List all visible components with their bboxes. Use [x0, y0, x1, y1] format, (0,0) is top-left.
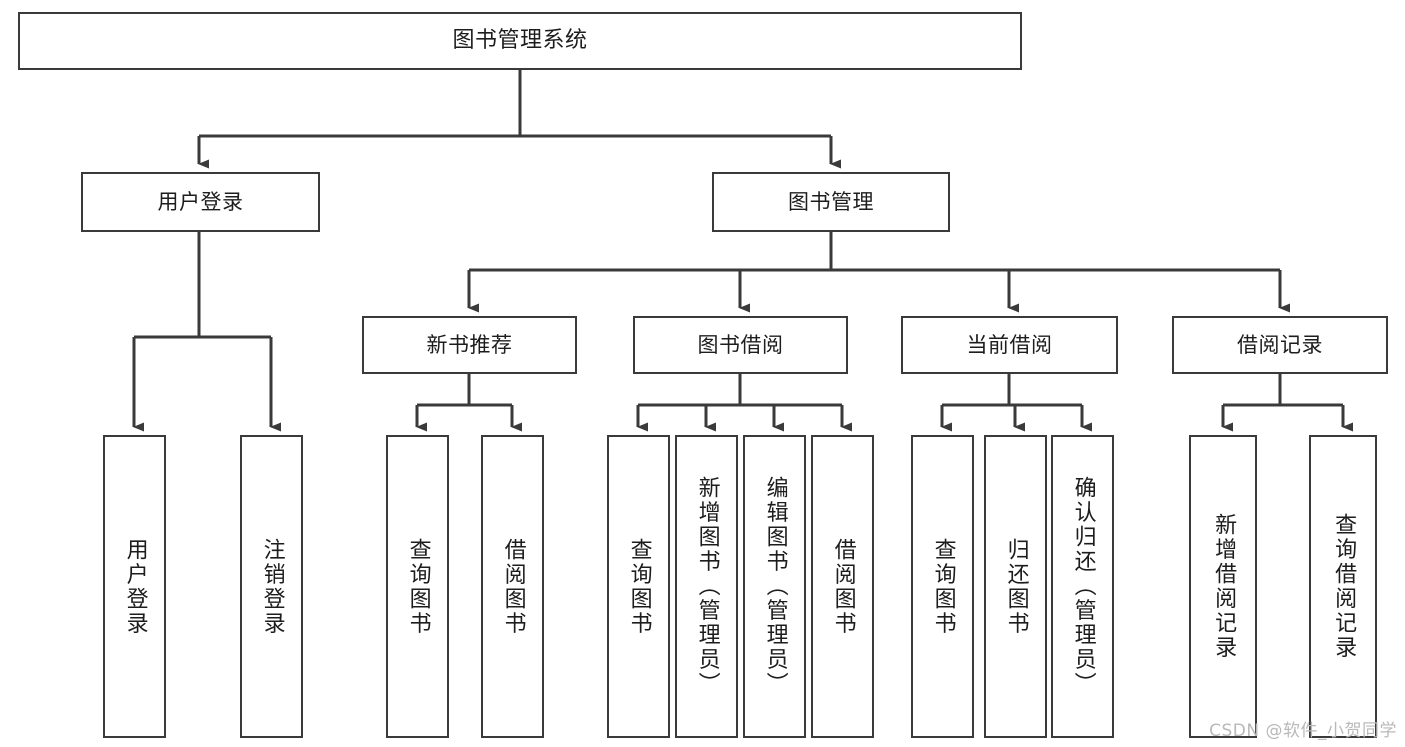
node-user-login[interactable]: 用户登录 [81, 172, 320, 232]
node-leaf-borrow-book-2[interactable]: 借阅图书 [811, 435, 874, 738]
node-leaf-edit-book-label: 编辑图书（管理员） [762, 476, 788, 697]
node-leaf-query-book-2-label: 查询图书 [626, 537, 652, 636]
node-leaf-query-record[interactable]: 查询借阅记录 [1309, 435, 1377, 738]
node-leaf-add-book[interactable]: 新增图书（管理员） [675, 435, 738, 738]
node-book-borrow-label: 图书借阅 [697, 332, 784, 357]
node-leaf-user-login-label: 用户登录 [122, 537, 148, 636]
node-borrow-record-label: 借阅记录 [1237, 332, 1323, 357]
node-borrow-record[interactable]: 借阅记录 [1172, 316, 1388, 374]
node-current-borrow-label: 当前借阅 [966, 332, 1053, 357]
node-new-book-recommend-label: 新书推荐 [426, 332, 513, 357]
node-user-login-label: 用户登录 [157, 189, 244, 214]
node-leaf-add-record-label: 新增借阅记录 [1211, 513, 1237, 660]
node-leaf-query-record-label: 查询借阅记录 [1331, 513, 1357, 660]
node-book-borrow[interactable]: 图书借阅 [633, 316, 848, 374]
node-leaf-logout[interactable]: 注销登录 [240, 435, 303, 738]
node-current-borrow[interactable]: 当前借阅 [901, 316, 1118, 374]
node-leaf-edit-book[interactable]: 编辑图书（管理员） [743, 435, 806, 738]
node-leaf-confirm-return[interactable]: 确认归还（管理员） [1051, 435, 1114, 738]
node-leaf-query-book-2[interactable]: 查询图书 [607, 435, 670, 738]
node-leaf-confirm-return-label: 确认归还（管理员） [1070, 476, 1096, 697]
node-leaf-borrow-book-1[interactable]: 借阅图书 [481, 435, 544, 738]
node-leaf-borrow-book-1-label: 借阅图书 [500, 537, 526, 636]
node-leaf-query-book-1-label: 查询图书 [405, 537, 431, 636]
node-leaf-borrow-book-2-label: 借阅图书 [830, 537, 856, 636]
node-leaf-query-book-1[interactable]: 查询图书 [386, 435, 449, 738]
node-leaf-add-book-label: 新增图书（管理员） [694, 476, 720, 697]
node-leaf-logout-label: 注销登录 [259, 537, 285, 636]
node-leaf-return-book[interactable]: 归还图书 [984, 435, 1047, 738]
node-new-book-recommend[interactable]: 新书推荐 [362, 316, 577, 374]
node-leaf-return-book-label: 归还图书 [1003, 537, 1029, 636]
node-book-manage-label: 图书管理 [788, 189, 874, 214]
node-leaf-query-book-3[interactable]: 查询图书 [911, 435, 974, 738]
csdn-watermark: CSDN @软件_小贺同学 [1209, 721, 1397, 741]
node-root-label: 图书管理系统 [452, 28, 588, 54]
node-book-manage[interactable]: 图书管理 [712, 172, 950, 232]
node-leaf-add-record[interactable]: 新增借阅记录 [1189, 435, 1257, 738]
node-root[interactable]: 图书管理系统 [18, 12, 1022, 70]
node-leaf-query-book-3-label: 查询图书 [930, 537, 956, 636]
node-leaf-user-login[interactable]: 用户登录 [103, 435, 166, 738]
